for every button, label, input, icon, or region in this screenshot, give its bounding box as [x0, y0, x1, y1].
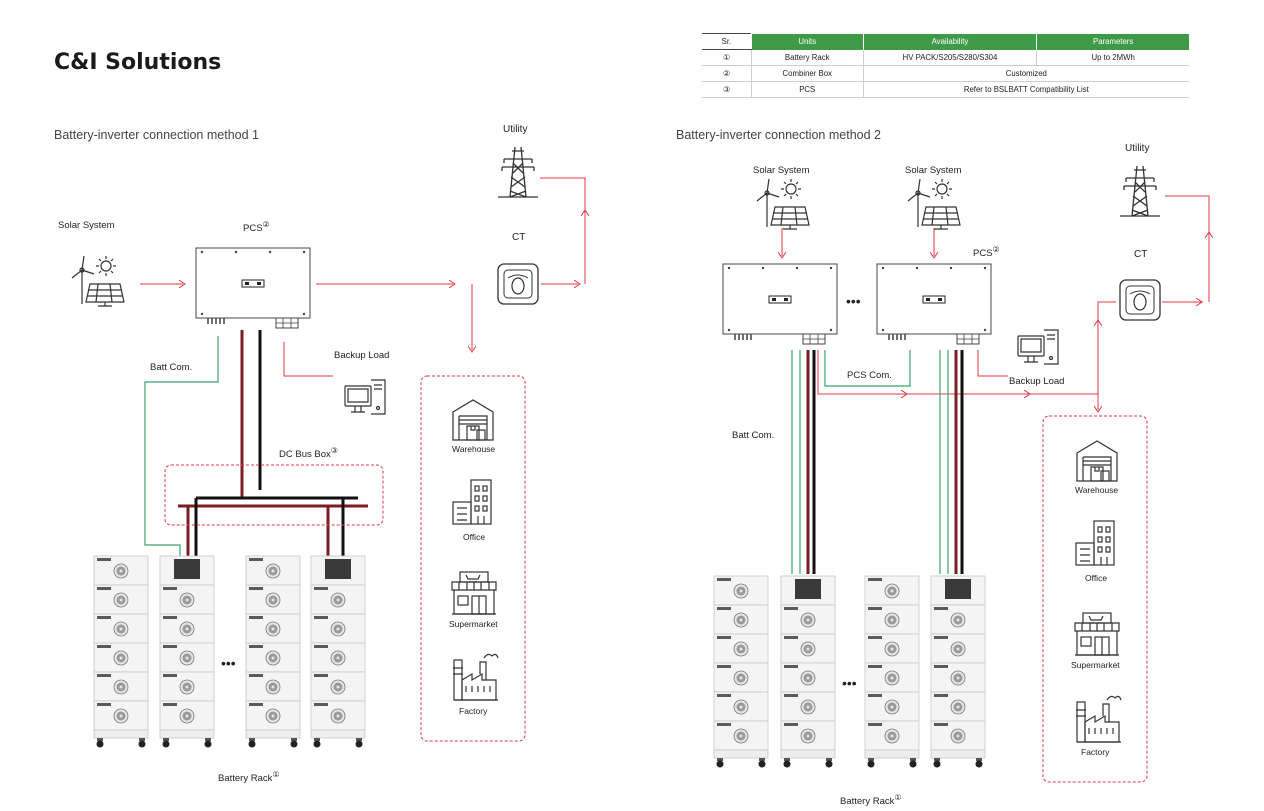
cell-unit: PCS [751, 81, 864, 98]
table-row: ② Combiner Box Customized [702, 65, 1189, 82]
dc-bus-box-label: DC Bus Box③ [279, 446, 338, 460]
office-icon [1075, 520, 1115, 566]
pcs-ref: ② [262, 220, 270, 229]
pcs-text: PCS [973, 248, 993, 260]
supermarket-icon [1074, 612, 1120, 656]
battery-ref: ① [272, 770, 280, 779]
solar-label: Solar System [58, 220, 115, 231]
battery-rack-group: ••• [93, 555, 366, 748]
svg-text:•••: ••• [846, 293, 861, 309]
table-row: ③ PCS Refer to BSLBATT Compatibility Lis… [702, 81, 1189, 98]
transmission-tower-icon [1119, 165, 1161, 217]
load-label-supermarket: Supermarket [1071, 660, 1120, 670]
svg-text:•••: ••• [221, 655, 236, 671]
pcs-label: PCS② [243, 220, 270, 234]
utility-label: Utility [503, 124, 528, 135]
page-title: C&I Solutions [54, 50, 222, 75]
cell-merged: Refer to BSLBATT Compatibility List [863, 81, 1189, 98]
meter-icon [1119, 279, 1161, 321]
spec-table: Sr. Units Availability Parameters ① Batt… [702, 33, 1189, 98]
load-label-factory: Factory [459, 706, 488, 716]
backup-load-label: Backup Load [334, 350, 390, 361]
cell-parameters: Up to 2MWh [1036, 49, 1189, 66]
pcs-text: PCS [243, 223, 263, 235]
meter-icon [497, 263, 539, 305]
inverter-icon [195, 247, 311, 329]
cell-sr: ① [702, 49, 752, 66]
ct-label: CT [512, 232, 526, 243]
warehouse-icon [452, 399, 494, 441]
load-label-supermarket: Supermarket [449, 619, 498, 629]
batt-com-label: Batt Com. [732, 430, 775, 441]
header-availability: Availability [863, 33, 1038, 50]
battery-rack-label: Battery Rack① [840, 793, 902, 807]
utility-label: Utility [1125, 143, 1150, 154]
load-label-factory: Factory [1081, 747, 1110, 757]
method-2-title: Battery-inverter connection method 2 [676, 128, 881, 142]
load-label-warehouse: Warehouse [1075, 485, 1119, 495]
load-label-office: Office [463, 532, 486, 542]
battery-text: Battery Rack [218, 773, 273, 785]
computer-icon [1017, 329, 1059, 365]
load-label-warehouse: Warehouse [452, 444, 496, 454]
pcs-ref: ② [992, 245, 1000, 254]
header-units: Units [751, 33, 864, 50]
solar-label-1: Solar System [753, 165, 810, 176]
cell-merged: Customized [863, 65, 1189, 82]
transmission-tower-icon [497, 146, 539, 198]
method-1-title: Battery-inverter connection method 1 [54, 128, 259, 142]
battery-text: Battery Rack [840, 796, 895, 808]
load-group-box [420, 375, 526, 742]
inverter-icon [722, 263, 838, 345]
method-1-diagram: ••• [71, 146, 585, 748]
method-2-diagram: ••• [713, 165, 1209, 783]
cell-sr: ③ [702, 81, 752, 98]
inverter-icon [876, 263, 992, 345]
cell-sr: ② [702, 65, 752, 82]
pcs-label: PCS② [973, 245, 1000, 259]
load-label-office: Office [1085, 573, 1108, 583]
table-row: ① Battery Rack HV PACK/S205/S280/S304 Up… [702, 49, 1189, 66]
load-group-box [1042, 415, 1148, 783]
cell-availability: HV PACK/S205/S280/S304 [863, 49, 1038, 66]
svg-text:•••: ••• [842, 675, 857, 691]
solar-label-2: Solar System [905, 165, 962, 176]
office-icon [452, 479, 492, 525]
cell-unit: Combiner Box [751, 65, 864, 82]
dc-bus-box [164, 464, 384, 526]
pcs-com-label: PCS Com. [847, 370, 892, 381]
factory-icon [1075, 695, 1122, 743]
solar-wind-icon [71, 255, 125, 307]
dcbus-ref: ③ [330, 446, 338, 455]
battery-rack-label: Battery Rack① [218, 770, 280, 784]
factory-icon [452, 653, 499, 701]
computer-icon [344, 379, 386, 415]
ct-label: CT [1134, 249, 1148, 260]
supermarket-icon [451, 571, 497, 615]
battery-ref: ① [894, 793, 902, 802]
table-header-row: Sr. Units Availability Parameters [702, 33, 1189, 50]
battery-rack-group: ••• [713, 575, 986, 768]
backup-load-label: Backup Load [1009, 376, 1065, 387]
solar-wind-icon [907, 178, 961, 230]
batt-com-label: Batt Com. [150, 362, 193, 373]
header-sr: Sr. [702, 33, 752, 50]
header-parameters: Parameters [1036, 33, 1189, 50]
solar-wind-icon [756, 178, 810, 230]
dcbus-text: DC Bus Box [279, 449, 331, 461]
warehouse-icon [1076, 440, 1118, 482]
cell-unit: Battery Rack [751, 49, 864, 66]
